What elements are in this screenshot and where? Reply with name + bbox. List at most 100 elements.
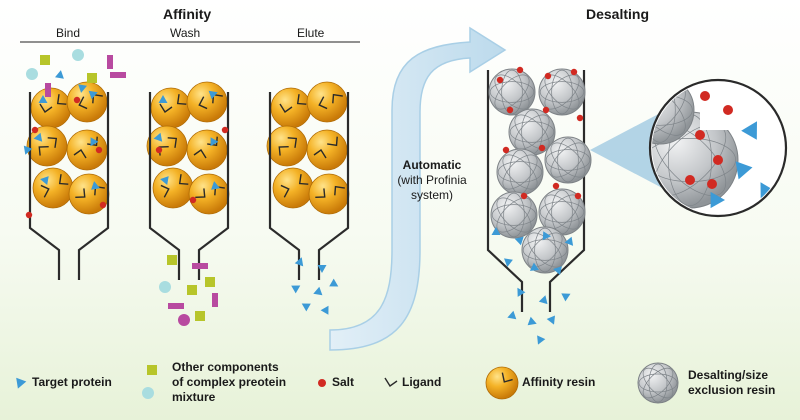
affinity-resin-bead <box>152 167 194 209</box>
ligand-icon <box>38 145 49 156</box>
target-protein-icon <box>78 84 87 93</box>
target-protein-icon <box>33 132 43 142</box>
bead-body <box>272 167 314 209</box>
target-protein-icon <box>537 335 546 345</box>
component-square-icon <box>40 55 50 65</box>
bead-body <box>538 68 586 116</box>
ligand-icon <box>334 185 345 196</box>
component-square-icon <box>167 255 177 265</box>
ligand-icon <box>287 137 298 148</box>
affinity-title: Affinity <box>163 6 212 22</box>
target-protein-icon <box>564 236 574 246</box>
bead-body <box>308 173 350 215</box>
salt-icon <box>700 91 710 101</box>
component-bar-icon <box>168 303 184 309</box>
target-protein-icon <box>320 305 329 315</box>
salt-icon <box>221 126 229 134</box>
bead-body <box>496 148 544 196</box>
bead-mesh-line <box>496 197 532 233</box>
salt-icon <box>496 76 504 84</box>
salt-icon <box>576 114 584 122</box>
ligand-icon <box>193 148 207 159</box>
desalting-resin-bead <box>496 148 544 196</box>
bead-mesh-line <box>642 367 674 399</box>
desalting-outflow-proteins <box>491 227 574 345</box>
target-protein-icon <box>317 265 327 273</box>
ligand-icon <box>160 184 170 198</box>
salt-icon <box>506 106 514 114</box>
target-protein-icon <box>210 137 219 147</box>
desalting-resin-bead <box>637 362 679 404</box>
bead-mesh-line <box>491 204 537 226</box>
target-protein-icon <box>527 316 537 326</box>
component-bar-icon <box>45 83 51 97</box>
bind-inflow-mixture <box>26 49 126 97</box>
ligand-stroke <box>296 94 307 105</box>
desalting-resin-bead <box>490 191 538 239</box>
target-protein-icon <box>40 176 49 185</box>
bead-mesh-line <box>527 232 563 268</box>
wash-column <box>146 81 230 280</box>
ligand-icon <box>332 93 343 104</box>
bead-mesh-line <box>522 239 568 261</box>
ligand-stroke <box>195 188 206 199</box>
ligand-stroke <box>40 184 50 198</box>
bead-mesh-line <box>494 74 530 110</box>
ligand-icon <box>75 188 86 199</box>
bead-mesh-line <box>501 69 523 115</box>
bead-body <box>544 136 592 184</box>
target-protein-icon <box>313 286 323 296</box>
ligand-stroke <box>207 136 218 147</box>
ligand-icon <box>159 103 173 114</box>
ligand-icon <box>318 96 328 110</box>
bead-body <box>485 366 519 400</box>
affinity-resin-bead <box>186 129 228 171</box>
desalting-resin-bead <box>538 188 586 236</box>
step-label-elute: Elute <box>297 26 325 40</box>
target-protein-icon <box>153 132 163 142</box>
legend-target-protein: Target protein <box>32 375 112 389</box>
component-dot-icon <box>159 281 171 293</box>
bead-body <box>146 125 188 167</box>
legend-other-components: Other components of complex preotein mix… <box>172 360 286 405</box>
ligand-stroke <box>280 184 290 198</box>
salt-icon <box>574 192 582 200</box>
ligand-icon <box>327 136 338 147</box>
affinity-resin-bead <box>146 125 188 167</box>
step-label-wash: Wash <box>170 26 201 40</box>
bead-mesh-line <box>638 373 678 393</box>
component-dot-icon <box>178 314 190 326</box>
bead-mesh-line <box>514 114 550 150</box>
target-protein-icon <box>88 90 98 100</box>
bead-body <box>32 167 74 209</box>
component-square-icon <box>187 285 197 295</box>
ligand-stroke <box>159 103 173 114</box>
salt-icon <box>31 126 39 134</box>
legend-desalting-resin: Desalting/size exclusion resin <box>688 368 775 398</box>
desalting-resin-bead <box>544 136 592 184</box>
bead-mesh-line <box>539 81 585 103</box>
affinity-resin-bead <box>188 173 230 215</box>
bead-mesh-line <box>550 142 586 178</box>
ligand-icon <box>384 377 398 388</box>
affinity-resin-bead <box>308 173 350 215</box>
legend-ligand: Ligand <box>402 375 442 389</box>
bead-mesh-line <box>527 232 563 268</box>
desalting-resin-bead <box>538 68 586 116</box>
bead-body <box>637 362 679 404</box>
bead-mesh-line <box>550 142 586 178</box>
component-dot-icon <box>72 49 84 61</box>
step-label-bind: Bind <box>56 26 81 40</box>
affinity-resin-bead <box>485 366 519 400</box>
salt-icon <box>155 146 163 154</box>
legend-target-protein-icon <box>16 377 27 389</box>
affinity-resin-bead <box>306 129 348 171</box>
arrow-caption-line3: system) <box>411 188 453 202</box>
target-protein-icon <box>491 227 501 235</box>
wash-outflow-mixture <box>159 255 218 326</box>
target-protein-icon <box>329 278 339 287</box>
bead-body <box>186 81 228 123</box>
component-dot-icon <box>142 387 154 399</box>
target-protein-icon <box>741 121 757 140</box>
bead-mesh-line <box>652 82 676 143</box>
